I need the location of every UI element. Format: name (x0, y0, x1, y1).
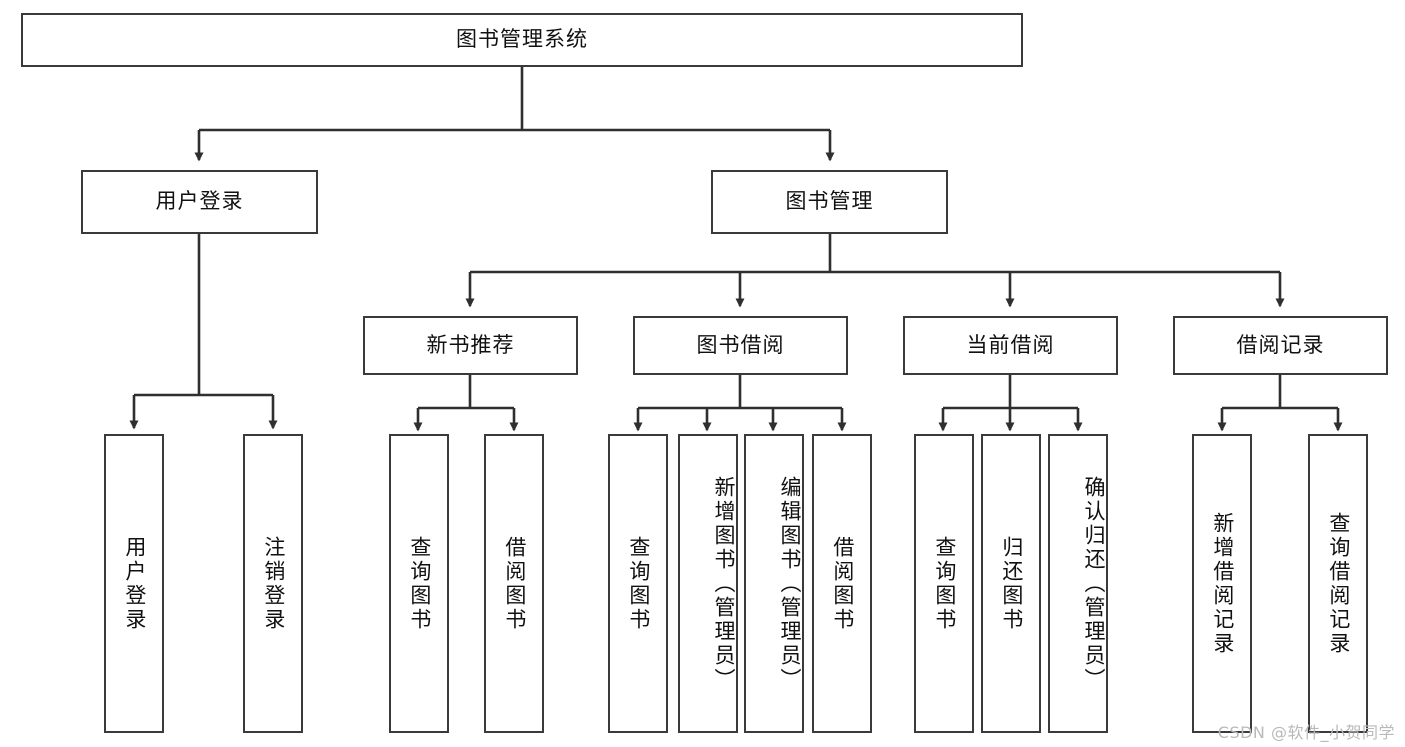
node-label: 借阅记录 (1236, 332, 1325, 357)
node-leaf-borrow-book-borrow[interactable]: 借阅图书 (812, 434, 872, 733)
node-leaf-user-logout[interactable]: 注销登录 (243, 434, 303, 733)
node-leaf-add-borrow-record[interactable]: 新增借阅记录 (1192, 434, 1252, 733)
node-label: 确认归还（管理员） (1082, 475, 1106, 692)
node-leaf-query-borrow-record[interactable]: 查询借阅记录 (1308, 434, 1368, 733)
node-label: 图书管理 (785, 189, 874, 214)
node-label: 注销登录 (261, 535, 286, 632)
node-label: 用户登录 (122, 535, 147, 632)
node-label: 借阅图书 (830, 535, 855, 632)
node-leaf-return-book[interactable]: 归还图书 (981, 434, 1041, 733)
node-leaf-user-login[interactable]: 用户登录 (104, 434, 164, 733)
csdn-watermark: CSDN @软件_小贺同学 (1217, 723, 1395, 742)
node-label: 新书推荐 (426, 332, 515, 357)
node-new-book-recommend[interactable]: 新书推荐 (363, 316, 578, 375)
node-label: 查询图书 (407, 535, 432, 632)
node-label: 归还图书 (999, 535, 1024, 632)
node-label: 当前借阅 (966, 332, 1055, 357)
node-borrow-record[interactable]: 借阅记录 (1173, 316, 1388, 375)
node-label: 用户登录 (155, 189, 244, 214)
node-leaf-query-book-new[interactable]: 查询图书 (389, 434, 449, 733)
node-label: 查询借阅记录 (1326, 511, 1351, 656)
node-label: 编辑图书（管理员） (778, 475, 802, 692)
node-label: 查询图书 (626, 535, 651, 632)
node-root-book-management-system[interactable]: 图书管理系统 (21, 13, 1023, 67)
node-label: 新增图书（管理员） (712, 475, 736, 692)
node-leaf-edit-book[interactable]: 编辑图书（管理员） (744, 434, 804, 733)
node-label: 借阅图书 (502, 535, 527, 632)
node-book-borrow[interactable]: 图书借阅 (633, 316, 848, 375)
node-label: 查询图书 (932, 535, 957, 632)
node-current-borrow[interactable]: 当前借阅 (903, 316, 1118, 375)
node-label: 图书借阅 (696, 332, 785, 357)
node-leaf-confirm-return[interactable]: 确认归还（管理员） (1048, 434, 1108, 733)
node-book-manage[interactable]: 图书管理 (711, 170, 948, 234)
node-leaf-query-book-borrow[interactable]: 查询图书 (608, 434, 668, 733)
node-leaf-borrow-book-new[interactable]: 借阅图书 (484, 434, 544, 733)
node-label: 图书管理系统 (456, 27, 588, 52)
node-user-login[interactable]: 用户登录 (81, 170, 318, 234)
node-leaf-query-book-current[interactable]: 查询图书 (914, 434, 974, 733)
node-leaf-add-book[interactable]: 新增图书（管理员） (678, 434, 738, 733)
node-label: 新增借阅记录 (1210, 511, 1235, 656)
